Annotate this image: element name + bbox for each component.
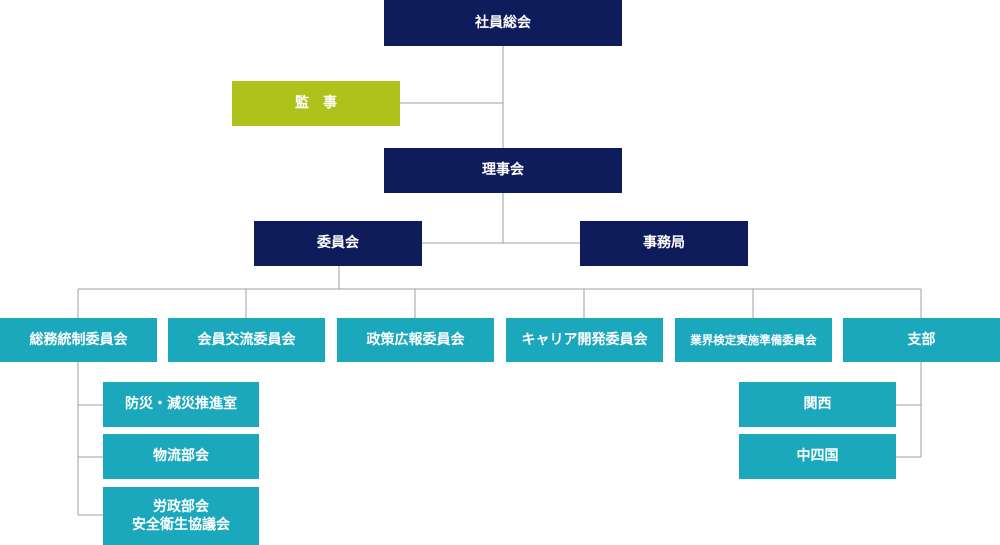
committees-label: 委員会 [317,235,359,252]
unit-member-exchange-box: 会員交流委員会 [168,318,325,362]
sub-disaster-label: 防災・減災推進室 [125,396,237,413]
sub-labor-label-line2: 安全衛生協議会 [132,517,230,533]
unit-career-dev-label: キャリア開発委員会 [521,331,648,348]
branch-kansai-box: 関西 [739,382,896,427]
unit-cert-prep-box: 業界検定実施準備委員会 [675,318,832,362]
unit-cert-prep-label: 業界検定実施準備委員会 [690,332,817,347]
unit-policy-pr-box: 政策広報委員会 [337,318,494,362]
branch-chushikoku-label: 中四国 [796,448,839,465]
general-meeting-box: 社員総会 [384,0,622,46]
sub-labor-box: 労政部会 安全衛生協議会 [103,487,259,545]
auditor-box: 監 事 [232,81,400,126]
secretariat-label: 事務局 [643,235,685,252]
sub-labor-label-line1: 労政部会 [153,498,209,515]
board-box: 理事会 [384,148,622,193]
auditor-label: 監 事 [295,95,337,112]
unit-career-dev-box: キャリア開発委員会 [506,318,663,362]
branch-chushikoku-box: 中四国 [739,434,896,479]
unit-general-affairs-label: 総務統制委員会 [29,331,128,348]
branch-kansai-label: 関西 [803,396,832,413]
sub-logistics-box: 物流部会 [103,434,259,479]
sub-logistics-label: 物流部会 [153,448,209,465]
board-label: 理事会 [482,162,524,179]
sub-disaster-box: 防災・減災推進室 [103,382,259,427]
general-meeting-label: 社員総会 [475,14,531,31]
secretariat-box: 事務局 [580,221,748,266]
committees-box: 委員会 [254,221,422,266]
unit-member-exchange-label: 会員交流委員会 [197,331,296,348]
unit-branches-box: 支部 [843,318,1000,362]
unit-general-affairs-box: 総務統制委員会 [0,318,157,362]
unit-branches-label: 支部 [907,331,936,348]
unit-policy-pr-label: 政策広報委員会 [366,331,465,348]
